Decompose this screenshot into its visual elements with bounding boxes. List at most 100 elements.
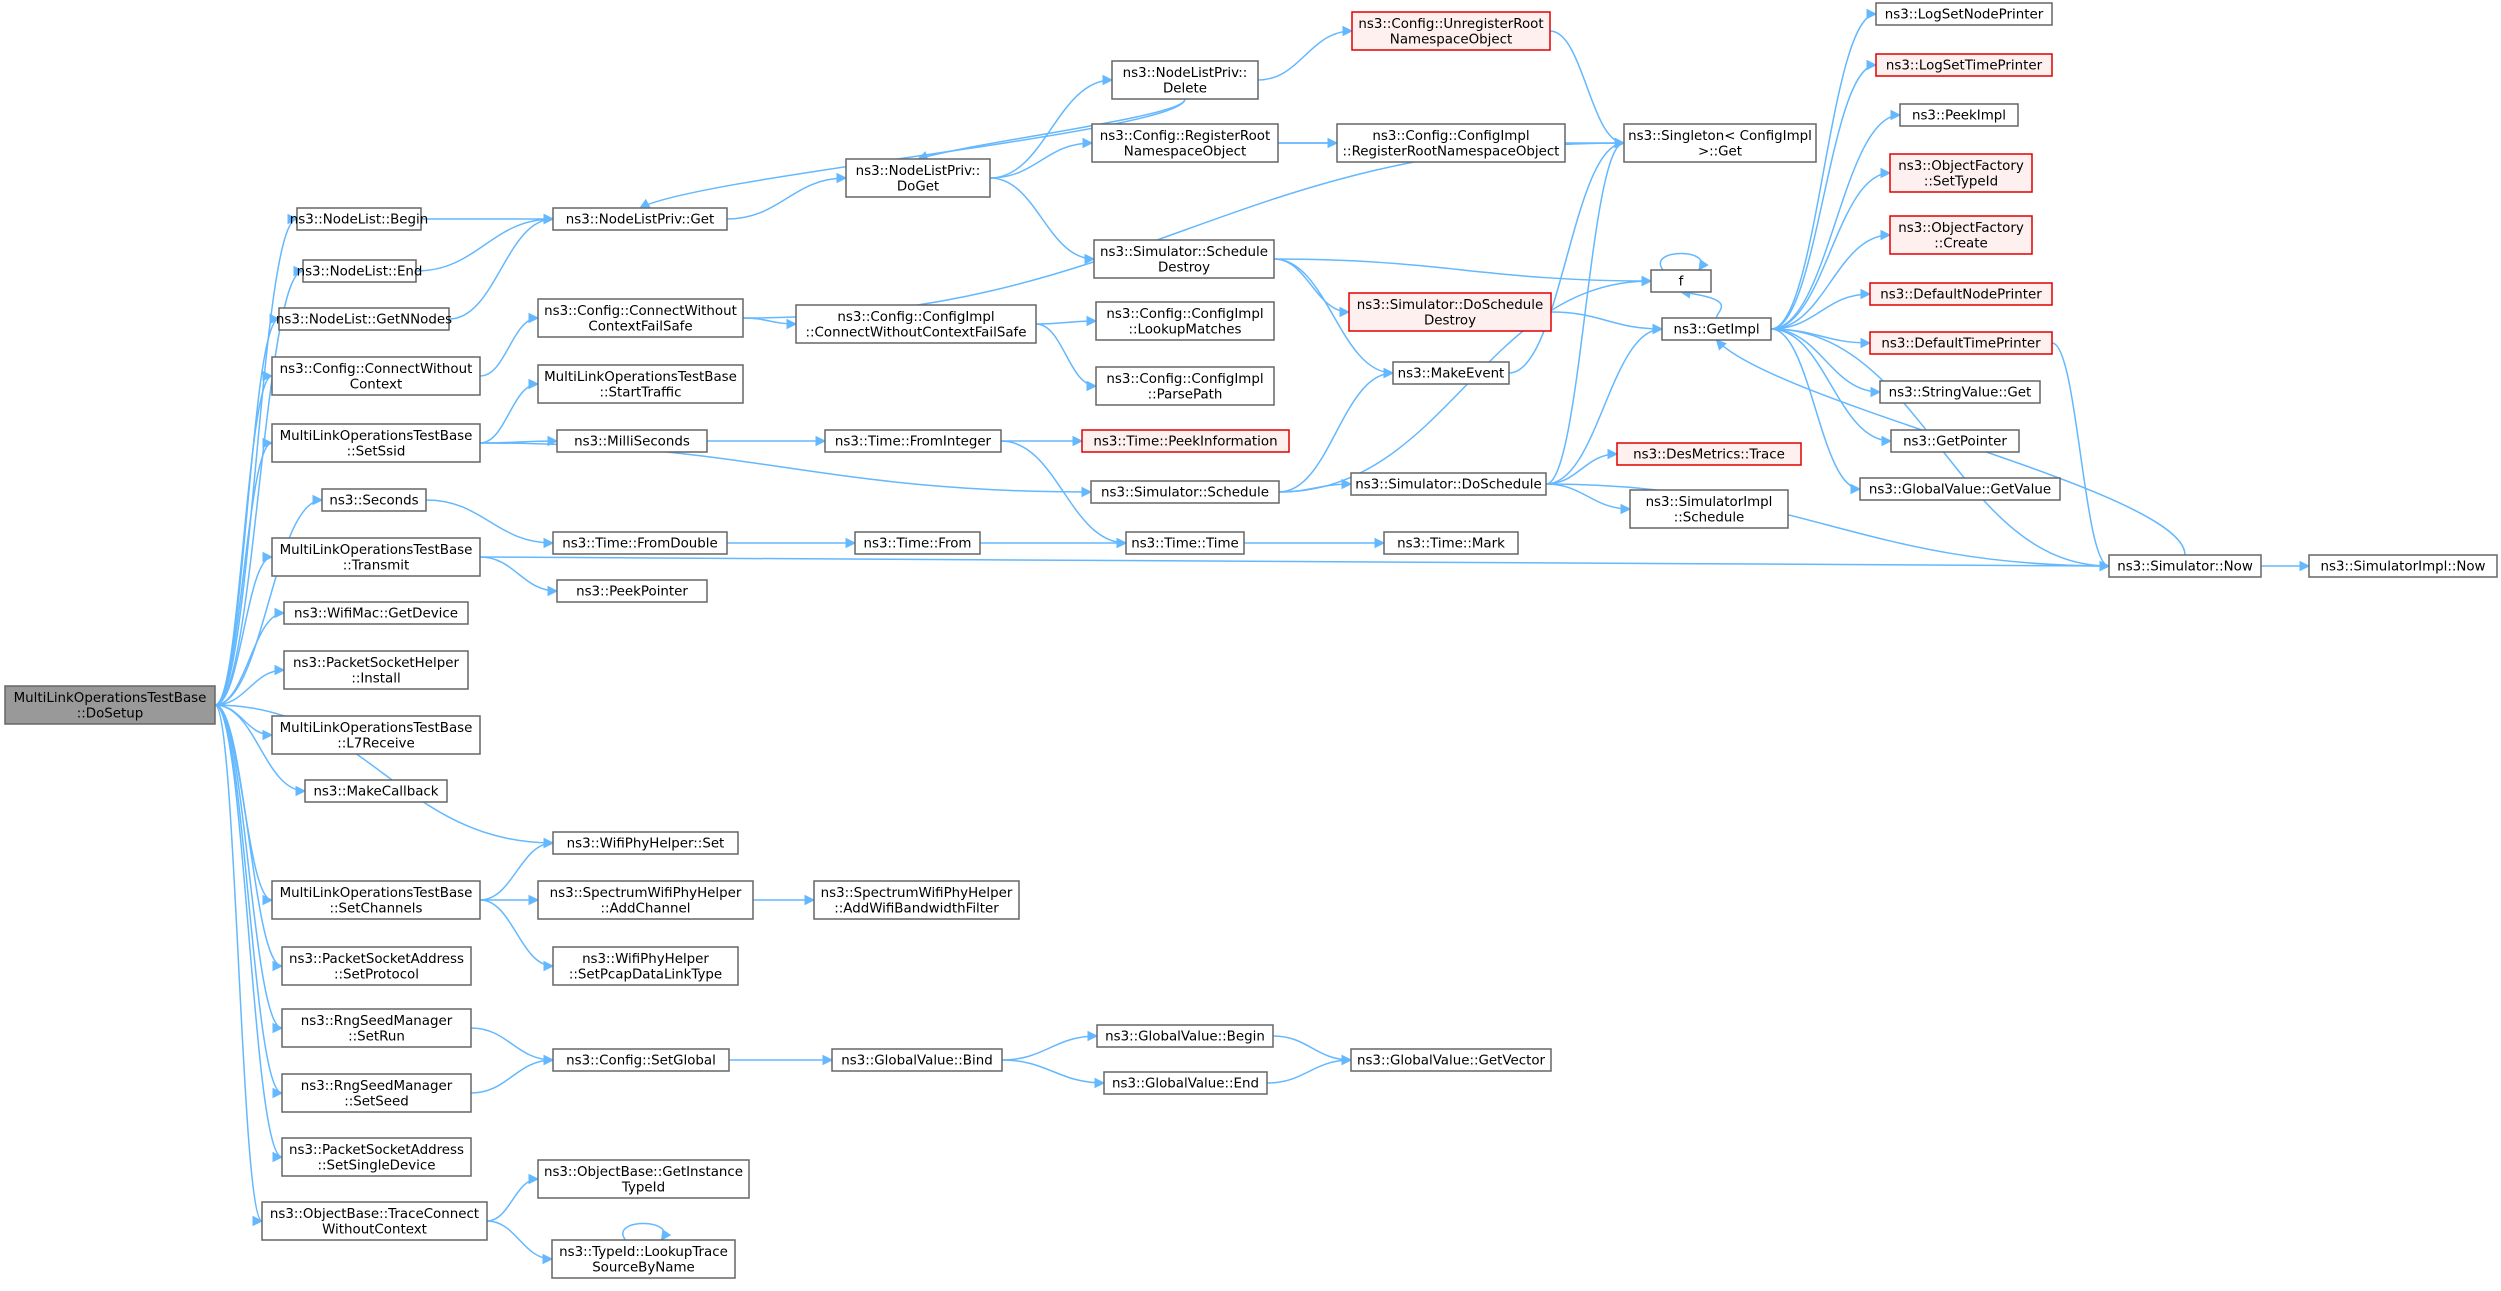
node-nl-end[interactable]: ns3::NodeList::End	[297, 259, 423, 283]
node-millis[interactable]: ns3::MilliSeconds	[556, 429, 708, 453]
node-getpointer[interactable]: ns3::GetPointer	[1890, 429, 2020, 453]
node-cfg-regroot[interactable]: ns3::Config::RegisterRootNamespaceObject	[1091, 123, 1279, 163]
node-nlp-get[interactable]: ns3::NodeListPriv::Get	[552, 207, 728, 231]
node-cfgimpl-regroot[interactable]: ns3::Config::ConfigImpl::RegisterRootNam…	[1336, 123, 1566, 163]
node-rng-setseed[interactable]: ns3::RngSeedManager::SetSeed	[281, 1073, 472, 1113]
edge-deftimeprinter-to-sim-now	[2051, 342, 2110, 567]
node-rng-setrun[interactable]: ns3::RngSeedManager::SetRun	[281, 1008, 472, 1048]
node-time-mark[interactable]: ns3::Time::Mark	[1383, 531, 1519, 555]
node-swph-addch[interactable]: ns3::SpectrumWifiPhyHelper::AddChannel	[537, 880, 754, 920]
edge-arrowhead	[660, 1229, 672, 1241]
node-simimpl-now[interactable]: ns3::SimulatorImpl::Now	[2308, 554, 2498, 578]
edge-root-to-nl-begin	[214, 218, 298, 706]
node-of-create[interactable]: ns3::ObjectFactory::Create	[1889, 215, 2033, 255]
node-psh-install[interactable]: ns3::PacketSocketHelper::Install	[283, 650, 469, 690]
node-time-fromint[interactable]: ns3::Time::FromInteger	[824, 429, 1002, 453]
node-logsettime[interactable]: ns3::LogSetTimePrinter	[1875, 53, 2053, 77]
node-nlp-doget[interactable]: ns3::NodeListPriv::DoGet	[845, 158, 991, 198]
node-cfg-cwcfs[interactable]: ns3::Config::ConnectWithoutContextFailSa…	[537, 298, 744, 338]
node-cfg-setglobal[interactable]: ns3::Config::SetGlobal	[552, 1048, 730, 1072]
node-seconds[interactable]: ns3::Seconds	[321, 488, 427, 512]
node-makecallback[interactable]: ns3::MakeCallback	[304, 779, 448, 803]
node-box	[278, 307, 450, 331]
node-psa-setprot[interactable]: ns3::PacketSocketAddress::SetProtocol	[281, 946, 472, 986]
node-label: ns3::Time::FromDouble	[562, 537, 717, 552]
node-gv-getvector[interactable]: ns3::GlobalValue::GetVector	[1350, 1048, 1552, 1072]
node-peekpointer[interactable]: ns3::PeekPointer	[556, 579, 708, 603]
node-transmit[interactable]: MultiLinkOperationsTestBase::Transmit	[271, 537, 481, 577]
node-box	[1351, 11, 1551, 51]
node-of-settypeid[interactable]: ns3::ObjectFactory::SetTypeId	[1889, 153, 2033, 193]
node-label: ns3::NodeListPriv::	[856, 164, 981, 179]
node-peekimpl[interactable]: ns3::PeekImpl	[1899, 103, 2019, 127]
node-label: ns3::Config::ConfigImpl	[837, 310, 994, 325]
node-wph-setpcap[interactable]: ns3::WifiPhyHelper::SetPcapDataLinkType	[552, 946, 739, 986]
node-box	[1350, 1048, 1552, 1072]
node-simimpl-schedule[interactable]: ns3::SimulatorImpl::Schedule	[1629, 489, 1789, 529]
node-starttraffic[interactable]: MultiLinkOperationsTestBase::StartTraffi…	[537, 364, 744, 404]
node-cfg-unregroot[interactable]: ns3::Config::UnregisterRootNamespaceObje…	[1351, 11, 1551, 51]
edge-arrowhead	[804, 894, 816, 906]
node-cfg-cwc[interactable]: ns3::Config::ConnectWithoutContext	[271, 356, 481, 396]
node-box	[813, 880, 1020, 920]
node-setchannels[interactable]: MultiLinkOperationsTestBase::SetChannels	[271, 880, 481, 920]
edge-arrowhead	[262, 729, 274, 741]
node-cfgimpl-parse[interactable]: ns3::Config::ConfigImpl::ParsePath	[1095, 366, 1275, 406]
edge-arrowhead	[1890, 109, 1902, 121]
node-gv-getvalue[interactable]: ns3::GlobalValue::GetValue	[1859, 477, 2061, 501]
node-makeevent[interactable]: ns3::MakeEvent	[1392, 361, 1510, 385]
node-gv-begin[interactable]: ns3::GlobalValue::Begin	[1096, 1024, 1274, 1048]
edge-arrowhead	[1383, 367, 1395, 379]
node-getimpl[interactable]: ns3::GetImpl	[1661, 317, 1772, 341]
node-setssid[interactable]: MultiLinkOperationsTestBase::SetSsid	[271, 423, 481, 463]
node-defnodeprinter[interactable]: ns3::DefaultNodePrinter	[1869, 282, 2053, 306]
node-swph-addbw[interactable]: ns3::SpectrumWifiPhyHelper::AddWifiBandw…	[813, 880, 1020, 920]
node-time-time[interactable]: ns3::Time::Time	[1125, 531, 1245, 555]
node-label: ns3::PacketSocketAddress	[289, 952, 464, 967]
edge-arrowhead	[1614, 137, 1626, 149]
node-nlp-delete[interactable]: ns3::NodeListPriv::Delete	[1111, 60, 1259, 100]
node-label: ns3::PacketSocketHelper	[293, 656, 459, 671]
node-f[interactable]: f	[1650, 269, 1712, 293]
node-label: MultiLinkOperationsTestBase	[280, 429, 473, 444]
node-sim-now[interactable]: ns3::Simulator::Now	[2108, 554, 2262, 578]
edge-arrowhead	[1094, 1077, 1106, 1089]
node-box	[1103, 1071, 1268, 1095]
node-wph-set[interactable]: ns3::WifiPhyHelper::Set	[552, 831, 739, 855]
node-getdevice[interactable]: ns3::WifiMac::GetDevice	[283, 601, 469, 625]
node-box	[854, 531, 981, 555]
node-cfgimpl-cwcfs[interactable]: ns3::Config::ConfigImpl::ConnectWithoutC…	[795, 304, 1037, 344]
edge-nlp-delete-to-nlp-doget	[917, 98, 1186, 160]
edge-getimpl-to-of-create	[1770, 234, 1891, 330]
node-gv-end[interactable]: ns3::GlobalValue::End	[1103, 1071, 1268, 1095]
node-desmetrics[interactable]: ns3::DesMetrics::Trace	[1616, 442, 1802, 466]
node-box	[1889, 153, 2033, 193]
node-root[interactable]: MultiLinkOperationsTestBase::DoSetup	[4, 685, 216, 725]
edge-arrowhead	[1341, 478, 1353, 490]
node-psa-setsd[interactable]: ns3::PacketSocketAddress::SetSingleDevic…	[281, 1137, 472, 1177]
node-tracecon[interactable]: ns3::ObjectBase::TraceConnectWithoutCont…	[261, 1201, 488, 1241]
node-deftimeprinter[interactable]: ns3::DefaultTimePrinter	[1869, 331, 2053, 355]
node-sim-doschedule[interactable]: ns3::Simulator::DoSchedule	[1350, 472, 1547, 496]
node-nl-begin[interactable]: ns3::NodeList::Begin	[290, 207, 429, 231]
node-sim-schedule[interactable]: ns3::Simulator::Schedule	[1090, 480, 1280, 504]
node-label: ns3::DefaultNodePrinter	[1880, 288, 2042, 303]
node-nl-getn[interactable]: ns3::NodeList::GetNNodes	[276, 307, 452, 331]
node-label: ns3::ObjectBase::TraceConnect	[270, 1207, 479, 1222]
node-l7receive[interactable]: MultiLinkOperationsTestBase::L7Receive	[271, 715, 481, 755]
edge-root-to-nl-end	[214, 270, 304, 706]
node-logsetnode[interactable]: ns3::LogSetNodePrinter	[1875, 2, 2053, 26]
node-singleton-get[interactable]: ns3::Singleton< ConfigImpl>::Get	[1623, 123, 1817, 163]
edge-arrowhead	[1698, 259, 1709, 271]
node-fromdouble[interactable]: ns3::Time::FromDouble	[552, 531, 728, 555]
edge-arrowhead	[262, 370, 274, 382]
node-stringvalue-get[interactable]: ns3::StringValue::Get	[1879, 380, 2041, 404]
node-time-peekinfo[interactable]: ns3::Time::PeekInformation	[1081, 429, 1290, 453]
node-time-from[interactable]: ns3::Time::From	[854, 531, 981, 555]
node-gv-bind[interactable]: ns3::GlobalValue::Bind	[831, 1048, 1003, 1072]
node-cfgimpl-lookup[interactable]: ns3::Config::ConfigImpl::LookupMatches	[1095, 301, 1275, 341]
